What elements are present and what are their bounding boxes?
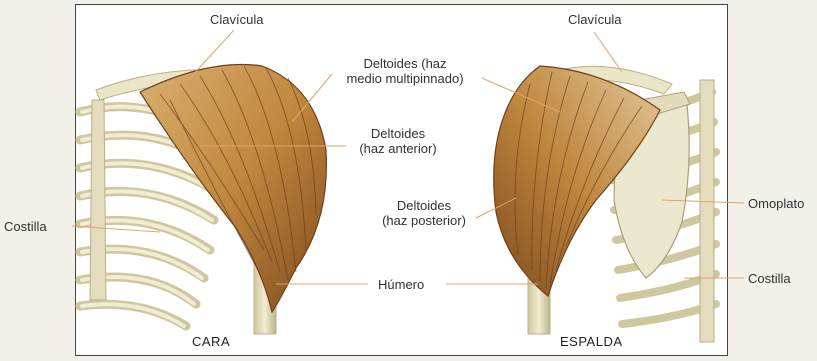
- deltoid-anterior-label-line2: (haz anterior): [346, 141, 450, 156]
- deltoid-anterior-label-line1: Deltoides: [346, 126, 450, 141]
- front-view-caption: CARA: [192, 334, 230, 349]
- back-view-caption: ESPALDA: [560, 334, 623, 349]
- deltoid-posterior-label: Deltoides (haz posterior): [372, 198, 476, 228]
- back-spine: [700, 80, 714, 342]
- back-rib-label: Costilla: [748, 271, 791, 286]
- front-clavicle-label: Clavícula: [210, 12, 263, 27]
- deltoid-middle-label: Deltoides (haz medio multipinnado): [330, 56, 480, 86]
- back-clavicle-label: Clavícula: [568, 12, 621, 27]
- scapula-label: Omoplato: [748, 196, 804, 211]
- humerus-label: Húmero: [378, 277, 424, 292]
- front-sternum: [90, 100, 106, 300]
- deltoid-middle-label-line2: medio multipinnado): [330, 71, 480, 86]
- deltoid-posterior-label-line1: Deltoides: [372, 198, 476, 213]
- deltoid-middle-label-line1: Deltoides (haz: [330, 56, 480, 71]
- deltoid-posterior-label-line2: (haz posterior): [372, 213, 476, 228]
- deltoid-anterior-label: Deltoides (haz anterior): [346, 126, 450, 156]
- front-rib-label: Costilla: [4, 219, 47, 234]
